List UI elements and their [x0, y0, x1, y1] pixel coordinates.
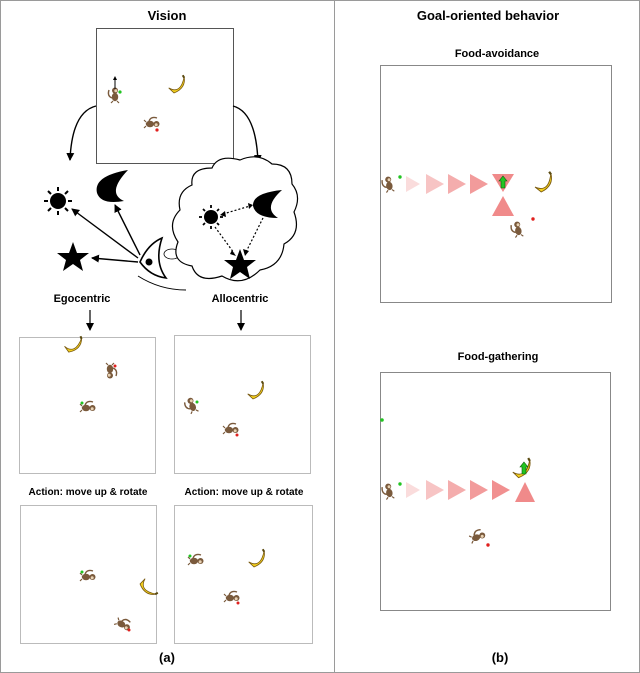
moon-icon — [252, 190, 282, 218]
green-marker-icon — [118, 90, 122, 94]
eye-icon — [137, 236, 187, 291]
green-marker-icon — [188, 554, 192, 558]
vision-title: Vision — [148, 8, 187, 23]
dotted-arrow-head-2 — [220, 211, 226, 217]
arrow-to-allocentric — [232, 105, 262, 163]
red-marker-icon — [235, 433, 239, 437]
star-icon — [224, 249, 256, 279]
goal-oriented-title: Goal-oriented behavior — [417, 8, 559, 23]
red-marker-icon — [236, 601, 240, 605]
dotted-arrow-head-3 — [230, 250, 236, 256]
trail-arrow-5 — [492, 480, 510, 500]
trail-arrow-2 — [426, 480, 444, 500]
trail-arrow-2 — [426, 174, 444, 194]
trail-arrow-down — [492, 196, 514, 216]
green-marker-icon — [80, 401, 84, 405]
action-label-left: Action: move up & rotate — [29, 487, 148, 498]
heading-arrowhead-icon — [113, 76, 117, 80]
dotted-arrow-head-1 — [248, 203, 253, 209]
green-marker-icon — [195, 400, 199, 404]
caption-a: (a) — [159, 650, 175, 665]
red-marker-icon — [127, 628, 131, 632]
red-marker-icon — [113, 364, 117, 368]
arrow-eye-to-star — [91, 254, 139, 263]
egocentric-label: Egocentric — [54, 293, 111, 305]
arrow-to-egocentric — [66, 105, 97, 161]
trail-arrow-up — [515, 482, 535, 502]
trail-arrow-4 — [470, 480, 488, 500]
arrow-eye-to-sun — [71, 208, 139, 259]
food-gathering-label: Food-gathering — [458, 351, 539, 363]
dotted-sun-moon — [222, 205, 251, 215]
dotted-sun-star — [214, 226, 235, 254]
allocentric-label: Allocentric — [212, 293, 269, 305]
allocentric-view-before — [174, 335, 311, 474]
sun-icon — [199, 205, 223, 229]
action-label-right: Action: move up & rotate — [185, 487, 304, 498]
green-arrow-icon — [519, 461, 529, 475]
allocentric-view-after — [174, 505, 313, 644]
arrow-eye-to-moon — [114, 204, 141, 256]
green-arrow-icon — [498, 175, 508, 189]
green-marker-icon — [380, 418, 384, 422]
red-marker-icon — [531, 217, 535, 221]
caption-b: (b) — [492, 650, 509, 665]
trail-arrow-3 — [448, 480, 466, 500]
red-marker-icon — [155, 128, 159, 132]
green-marker-icon — [398, 175, 402, 179]
top-scene-box — [96, 28, 234, 164]
red-marker-icon — [486, 543, 490, 547]
green-marker-icon — [398, 482, 402, 486]
moon-icon — [96, 170, 128, 202]
sun-icon — [44, 187, 72, 215]
trail-arrow-1 — [406, 176, 420, 192]
food-avoidance-scene — [380, 65, 612, 303]
thought-cloud — [171, 156, 299, 282]
star-icon — [57, 242, 89, 271]
dotted-arrow-head-4 — [243, 249, 249, 256]
food-avoidance-label: Food-avoidance — [455, 48, 539, 60]
trail-arrow-1 — [406, 482, 420, 498]
trail-arrow-3 — [448, 174, 466, 194]
green-marker-icon — [80, 570, 84, 574]
trail-arrow-4 — [470, 174, 488, 194]
